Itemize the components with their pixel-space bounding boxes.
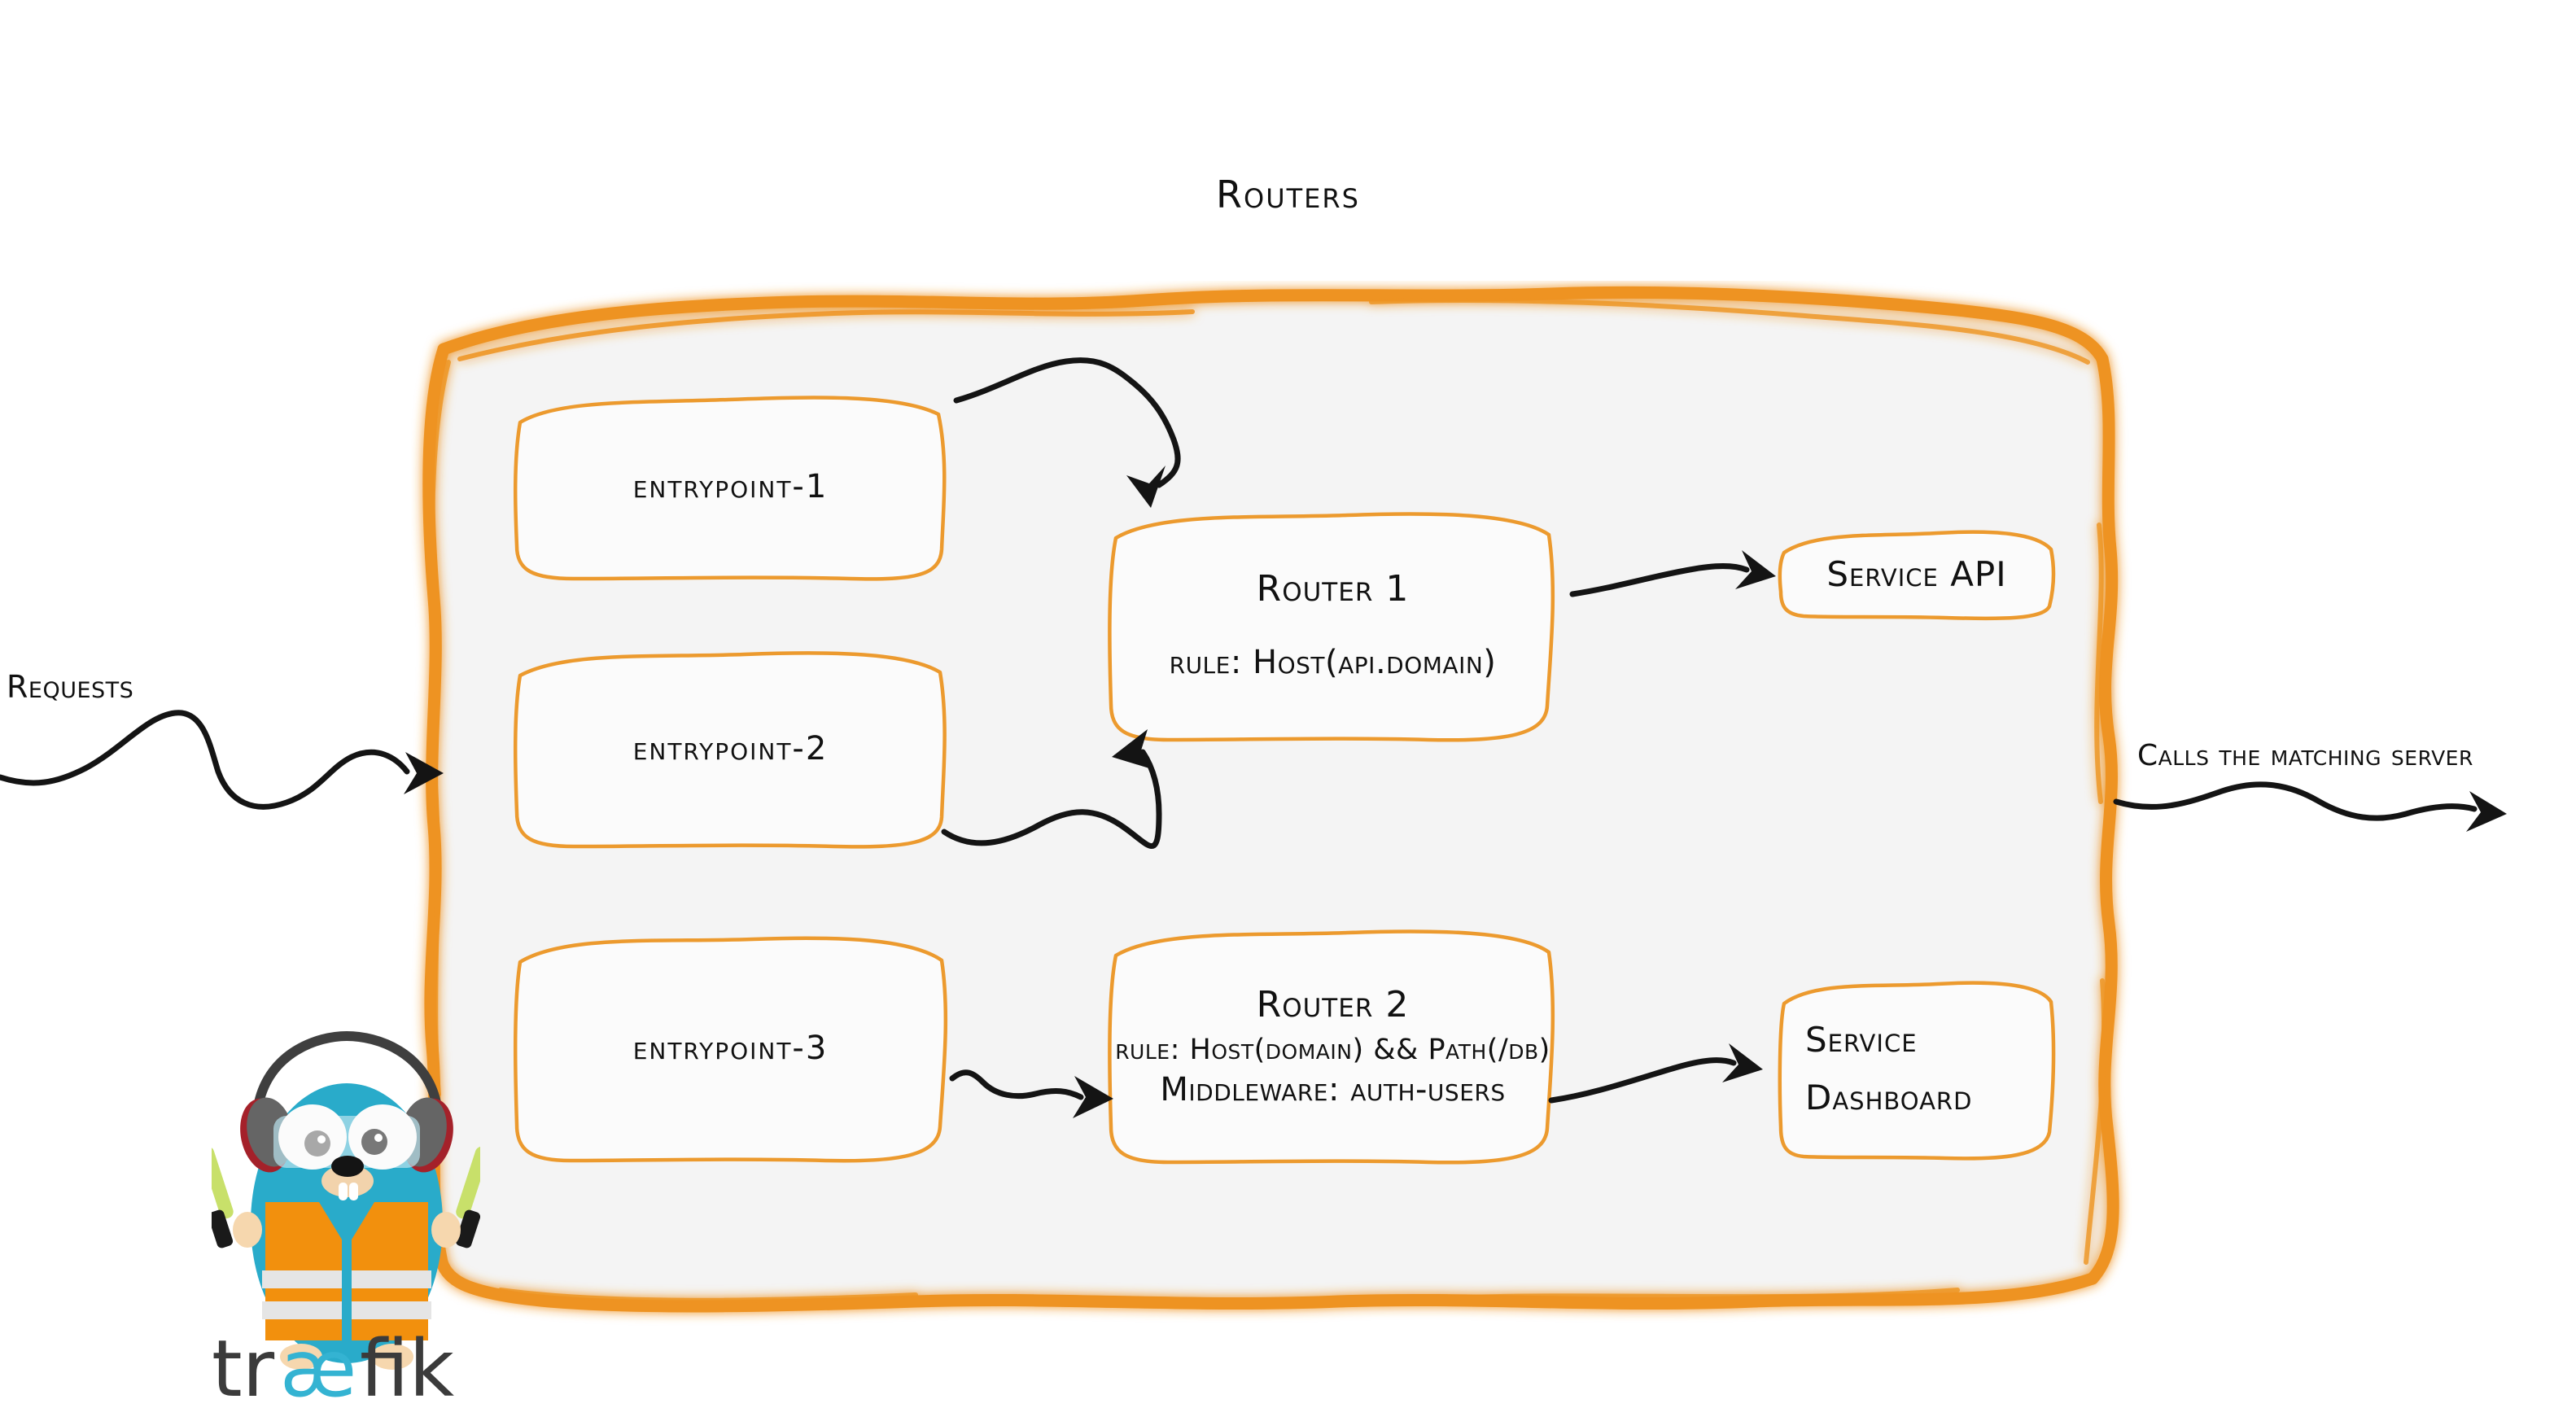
service-dashboard-line-2: Dashboard — [1805, 1077, 1973, 1117]
entrypoint-3-label: entrypoint-3 — [632, 1029, 829, 1067]
traefik-wordmark-left: tr — [212, 1323, 275, 1404]
router-2-title: Router 2 — [1256, 983, 1410, 1025]
router-2-middleware: Middleware: auth-users — [1160, 1070, 1506, 1108]
calls-the-matching-server-label: Calls the matching server — [2137, 739, 2473, 772]
gopher-hand-right — [431, 1212, 461, 1248]
entrypoint-1-box[interactable]: entrypoint-1 — [509, 387, 952, 586]
traefik-wordmark-ae: æ — [280, 1323, 356, 1404]
arrow-calls-server-path — [2113, 781, 2478, 821]
headphone-band — [254, 1030, 441, 1108]
page-title: Routers — [1216, 173, 1360, 216]
gopher-snout — [321, 1165, 374, 1197]
router-1-title: Router 1 — [1256, 568, 1410, 610]
entrypoint-3-box[interactable]: entrypoint-3 — [509, 928, 952, 1168]
service-api-box[interactable]: Service API — [1774, 525, 2059, 623]
router-2-box[interactable]: Router 2 rule: Host(domain) && Path(/db)… — [1103, 920, 1563, 1172]
entrypoint-1-label: entrypoint-1 — [632, 467, 829, 505]
gopher-foot-left — [280, 1344, 322, 1370]
entrypoint-1-outline — [509, 387, 952, 586]
entrypoint-2-outline — [509, 643, 952, 855]
traefik-wordmark-right: fik — [360, 1323, 454, 1404]
router-1-outline — [1103, 501, 1563, 749]
router-1-box[interactable]: Router 1 rule: Host(api.domain) — [1103, 501, 1563, 749]
gopher-tooth-left — [339, 1183, 348, 1200]
safety-vest — [262, 1202, 431, 1340]
service-dashboard-line-1: Service — [1805, 1019, 1918, 1060]
arrowhead-calls-server — [2466, 791, 2507, 832]
entrypoint-3-outline — [509, 928, 952, 1168]
gopher-hand-left — [233, 1212, 262, 1248]
router-2-rule: rule: Host(domain) && Path(/db) — [1115, 1033, 1550, 1066]
service-dashboard-outline — [1774, 973, 2059, 1164]
arrow-requests-path — [0, 710, 410, 810]
router-2-outline — [1103, 920, 1563, 1172]
service-api-outline — [1774, 525, 2059, 623]
traefik-logo: tr æ fik — [212, 1021, 480, 1404]
router-1-rule: rule: Host(api.domain) — [1169, 644, 1497, 681]
gopher-foot-right — [371, 1344, 413, 1370]
gopher-nose — [331, 1156, 364, 1177]
marshalling-wands — [212, 1146, 480, 1248]
service-api-label: Service API — [1826, 553, 2007, 594]
entrypoint-2-box[interactable]: entrypoint-2 — [509, 643, 952, 855]
gopher-tooth-right — [349, 1183, 358, 1200]
service-dashboard-box[interactable]: Service Dashboard — [1774, 973, 2059, 1164]
entrypoint-2-label: entrypoint-2 — [632, 730, 829, 767]
requests-label: Requests — [7, 669, 134, 705]
